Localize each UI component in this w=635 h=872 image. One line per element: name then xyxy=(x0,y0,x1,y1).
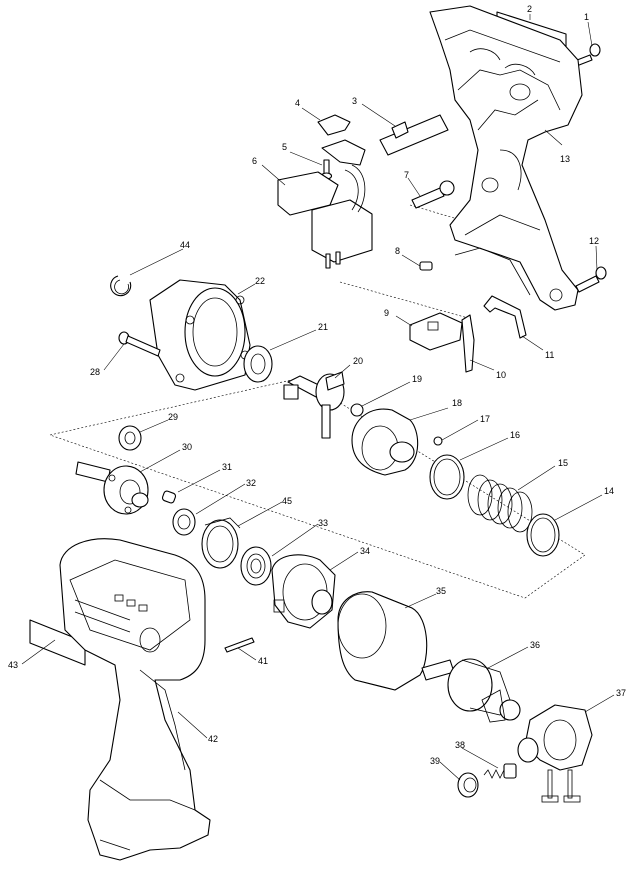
callout-1: 1 xyxy=(584,12,589,22)
callout-10: 10 xyxy=(496,370,506,380)
callout-16: 16 xyxy=(510,430,520,440)
callout-13: 13 xyxy=(560,154,570,164)
part-19-ball xyxy=(350,403,364,417)
callout-29: 29 xyxy=(168,412,178,422)
callout-39: 39 xyxy=(430,756,440,766)
part-36-armature xyxy=(421,658,521,723)
callout-43: 43 xyxy=(8,660,18,670)
part-17-ball xyxy=(433,436,443,446)
callout-20: 20 xyxy=(353,356,363,366)
part-15-spring xyxy=(467,474,533,533)
callout-4: 4 xyxy=(295,98,300,108)
callout-14: 14 xyxy=(604,486,614,496)
callout-7: 7 xyxy=(404,170,409,180)
part-20-anvil xyxy=(283,371,345,439)
callout-2: 2 xyxy=(527,4,532,14)
part-14-ring xyxy=(526,513,560,557)
part-21-washer xyxy=(243,345,273,383)
leader-lines xyxy=(21,14,615,781)
part-35-field xyxy=(337,591,428,691)
part-9-terminal xyxy=(409,312,463,351)
part-28-screw xyxy=(118,331,161,357)
callout-19: 19 xyxy=(412,374,422,384)
part-41-pin xyxy=(224,637,255,653)
callout-labels: 2 1 3 4 5 6 7 13 44 12 8 22 9 21 11 20 2… xyxy=(8,4,626,766)
callout-42: 42 xyxy=(208,734,218,744)
assembly-dashed-lines xyxy=(49,204,586,599)
callout-36: 36 xyxy=(530,640,540,650)
part-6-switch xyxy=(277,164,373,269)
callout-33: 33 xyxy=(318,518,328,528)
callout-21: 21 xyxy=(318,322,328,332)
part-5-contact xyxy=(320,139,366,180)
part-42-housing xyxy=(59,538,211,861)
callout-12: 12 xyxy=(589,236,599,246)
part-11-bracket xyxy=(483,295,527,339)
callout-34: 34 xyxy=(360,546,370,556)
callout-41: 41 xyxy=(258,656,268,666)
part-37-brush-holder xyxy=(517,704,593,803)
part-10-contact-spring xyxy=(461,314,475,373)
part-45-internal-gear xyxy=(201,517,241,569)
callout-9: 9 xyxy=(384,308,389,318)
callout-37: 37 xyxy=(616,688,626,698)
part-31-pin xyxy=(161,490,177,504)
callout-28: 28 xyxy=(90,367,100,377)
callout-32: 32 xyxy=(246,478,256,488)
callout-3: 3 xyxy=(352,96,357,106)
callout-38: 38 xyxy=(455,740,465,750)
part-43-label xyxy=(29,619,86,666)
part-7-screw xyxy=(411,180,455,209)
callout-8: 8 xyxy=(395,246,400,256)
part-44-ring xyxy=(110,275,132,297)
callout-5: 5 xyxy=(282,142,287,152)
part-12-screw xyxy=(575,266,607,293)
callout-18: 18 xyxy=(452,398,462,408)
callout-22: 22 xyxy=(255,276,265,286)
callout-44: 44 xyxy=(180,240,190,250)
callout-11: 11 xyxy=(545,350,554,360)
callout-17: 17 xyxy=(480,414,490,424)
part-30-spindle xyxy=(75,461,149,515)
part-38-brush xyxy=(483,763,517,779)
part-16-o-ring xyxy=(429,454,465,500)
callout-15: 15 xyxy=(558,458,568,468)
callout-30: 30 xyxy=(182,442,192,452)
housing-half-right xyxy=(429,5,583,311)
callout-31: 31 xyxy=(222,462,232,472)
part-22-gear-housing xyxy=(149,279,251,391)
part-34-gear-case xyxy=(271,554,336,629)
callout-45: 45 xyxy=(282,496,292,506)
part-4-plate xyxy=(317,114,351,136)
part-8-pin xyxy=(419,261,433,271)
part-33-bearing xyxy=(240,546,272,586)
callout-35: 35 xyxy=(436,586,446,596)
part-32-washer xyxy=(172,508,196,536)
part-18-hammer xyxy=(351,408,419,476)
part-3-switch-lever xyxy=(379,114,449,156)
callout-6: 6 xyxy=(252,156,257,166)
part-39-cap xyxy=(457,772,479,798)
part-29-gear xyxy=(118,425,142,451)
